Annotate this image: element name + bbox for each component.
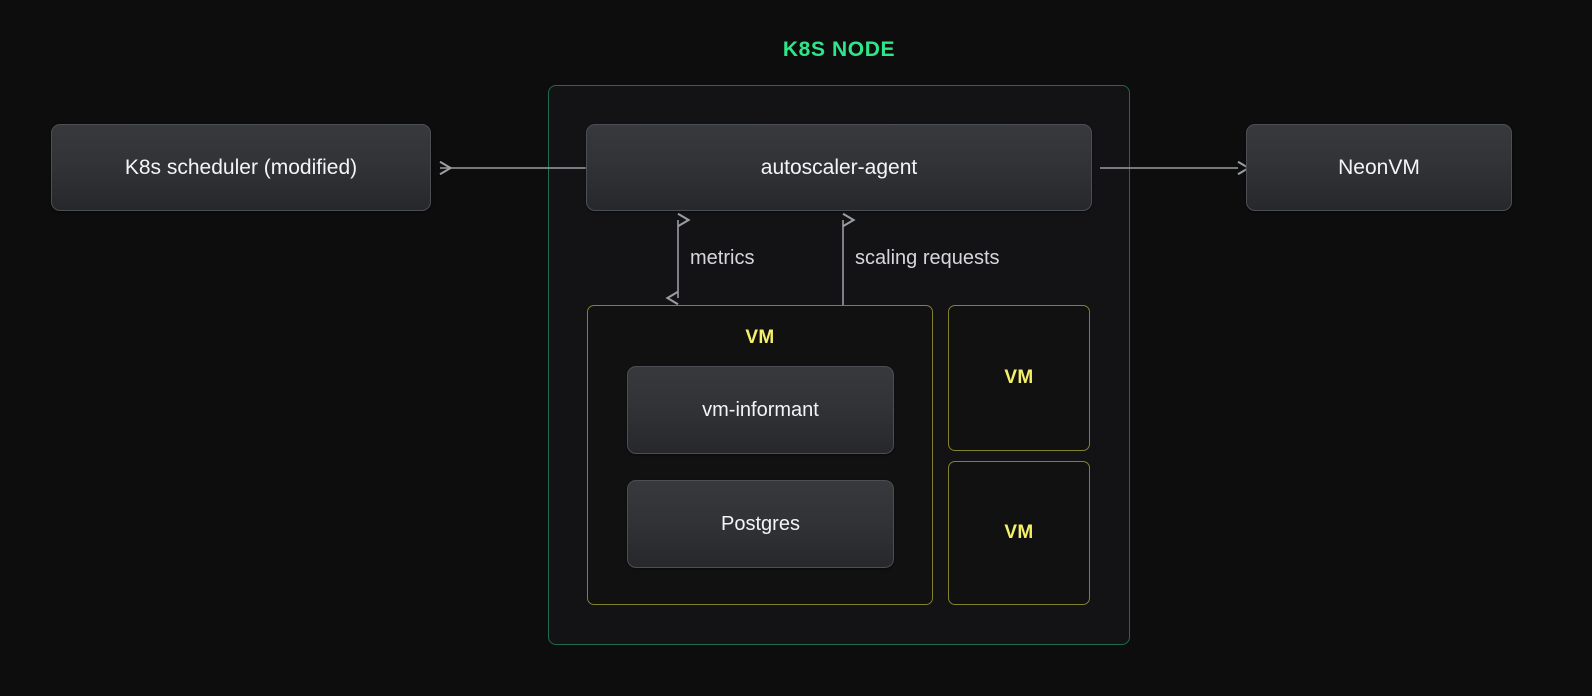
neonvm-label: NeonVM: [1338, 155, 1420, 179]
vm-informant-label: vm-informant: [702, 398, 819, 421]
scaling-requests-edge-label: scaling requests: [855, 247, 1000, 269]
autoscaler-agent-card[interactable]: autoscaler-agent: [586, 124, 1092, 211]
postgres-label: Postgres: [721, 512, 800, 535]
vm-informant-card[interactable]: vm-informant: [627, 366, 894, 454]
k8s-scheduler-card[interactable]: K8s scheduler (modified): [51, 124, 431, 211]
vm-secondary-box-2[interactable]: VM: [948, 461, 1090, 605]
vm-secondary-label-1: VM: [1004, 367, 1034, 388]
vm-main-label: VM: [745, 327, 775, 348]
neonvm-card[interactable]: NeonVM: [1246, 124, 1512, 211]
vm-secondary-label-2: VM: [1004, 522, 1034, 543]
vm-secondary-box-1[interactable]: VM: [948, 305, 1090, 451]
autoscaler-agent-label: autoscaler-agent: [760, 155, 918, 179]
k8s-scheduler-label: K8s scheduler (modified): [124, 155, 358, 179]
metrics-edge-label: metrics: [690, 247, 755, 269]
postgres-card[interactable]: Postgres: [627, 480, 894, 568]
k8s-node-title: K8S NODE: [782, 38, 896, 61]
